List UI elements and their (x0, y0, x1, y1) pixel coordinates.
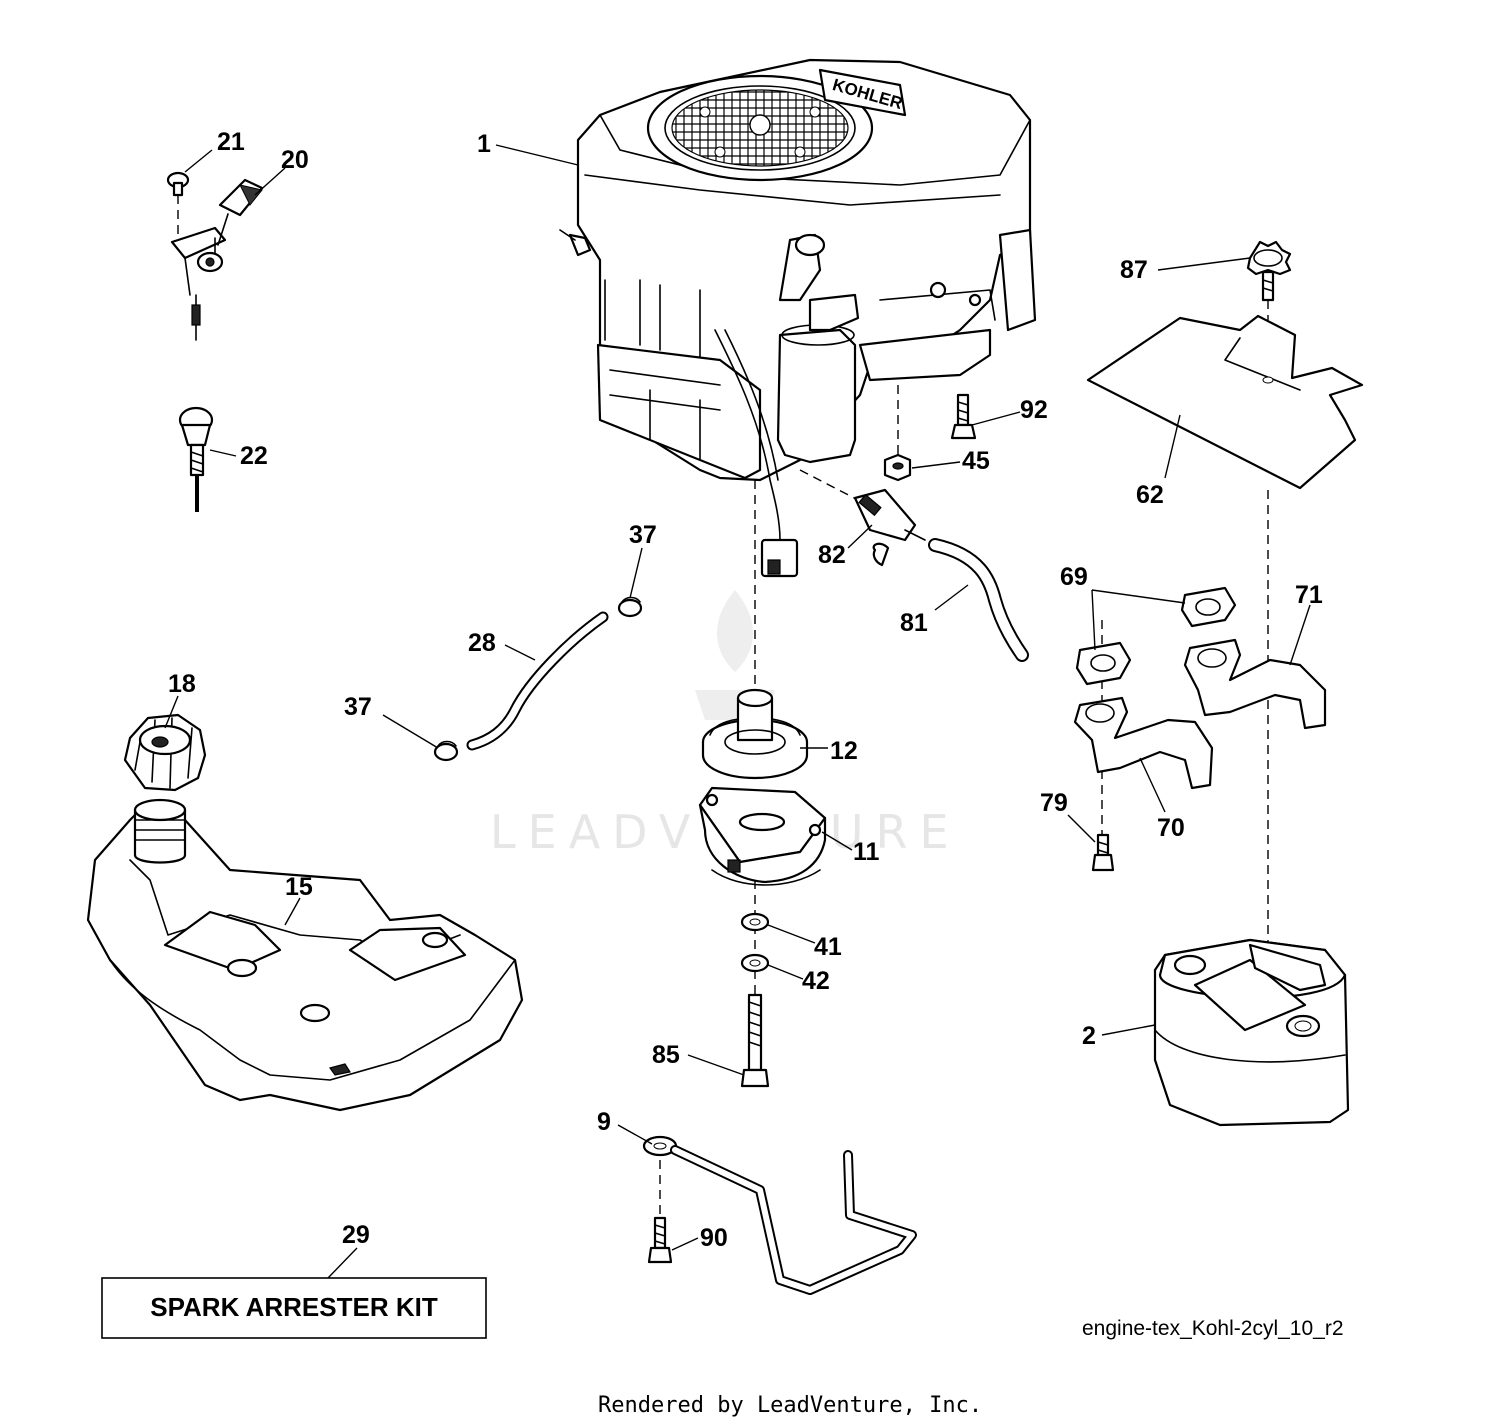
fuel-line-28 (466, 611, 609, 751)
spark-arrester-kit-label: SPARK ARRESTER KIT (150, 1292, 438, 1322)
callout-29: 29 (342, 1221, 370, 1249)
washer-41 (740, 912, 770, 932)
callout-37-upper: 37 (629, 521, 657, 549)
heat-shield (1086, 314, 1364, 490)
callout-81: 81 (900, 609, 928, 637)
callout-41: 41 (814, 933, 842, 961)
fuel-cap (123, 713, 207, 792)
engine-pulley (701, 688, 809, 780)
callout-71: 71 (1295, 581, 1323, 609)
spark-arrester-kit-box: SPARK ARRESTER KIT (101, 1277, 487, 1339)
callout-18: 18 (168, 670, 196, 698)
callout-62: 62 (1136, 481, 1164, 509)
engine-assembly: KOHLER (559, 58, 1037, 578)
callout-12: 12 (830, 737, 858, 765)
callout-1: 1 (477, 130, 491, 158)
hose-clamp-37-upper (617, 596, 643, 618)
fuel-tank (86, 798, 524, 1112)
callout-37-lower: 37 (344, 693, 372, 721)
hose-clamp-37-lower (433, 740, 459, 762)
leader-lines (164, 144, 1311, 1279)
nut-45 (883, 453, 912, 482)
fuel-valve (853, 488, 926, 567)
callout-2: 2 (1082, 1022, 1096, 1050)
bolt-21 (166, 171, 190, 197)
exhaust-pipe-71 (1183, 638, 1327, 730)
clutch-rod (642, 1135, 917, 1295)
callout-92: 92 (1020, 396, 1048, 424)
choke-knob (178, 406, 214, 512)
pto-clutch (698, 786, 827, 886)
callout-21: 21 (217, 128, 245, 156)
callout-15: 15 (285, 873, 313, 901)
exhaust-gasket-upper (1180, 586, 1237, 628)
callout-87: 87 (1120, 256, 1148, 284)
fuel-hose-81 (928, 538, 1029, 662)
callout-79: 79 (1040, 789, 1068, 817)
callout-45: 45 (962, 447, 990, 475)
washer-42 (740, 953, 770, 973)
callout-42: 42 (802, 967, 830, 995)
bolt-90 (647, 1216, 673, 1264)
bolt-79 (1091, 833, 1115, 872)
throttle-control-bracket (170, 178, 264, 341)
clutch-bolt-85 (740, 993, 770, 1088)
callout-69: 69 (1060, 563, 1088, 591)
exhaust-pipe-70 (1073, 696, 1214, 790)
callout-20: 20 (281, 146, 309, 174)
muffler (1153, 938, 1350, 1127)
bolt-92 (950, 393, 977, 440)
callout-90: 90 (700, 1224, 728, 1252)
callouts: 1 2 9 11 12 15 18 20 21 22 28 29 37 37 4… (168, 128, 1323, 1252)
callout-22: 22 (240, 442, 268, 470)
footer-credit: Rendered by LeadVenture, Inc. (598, 1393, 982, 1418)
callout-85: 85 (652, 1041, 680, 1069)
drawing-code: engine-tex_Kohl-2cyl_10_r2 (1082, 1317, 1344, 1340)
exhaust-gasket-lower (1075, 641, 1132, 686)
callout-28: 28 (468, 629, 496, 657)
callout-82: 82 (818, 541, 846, 569)
callout-70: 70 (1157, 814, 1185, 842)
callout-11: 11 (853, 838, 880, 866)
wing-nut-87 (1246, 240, 1292, 302)
callout-9: 9 (597, 1108, 611, 1136)
